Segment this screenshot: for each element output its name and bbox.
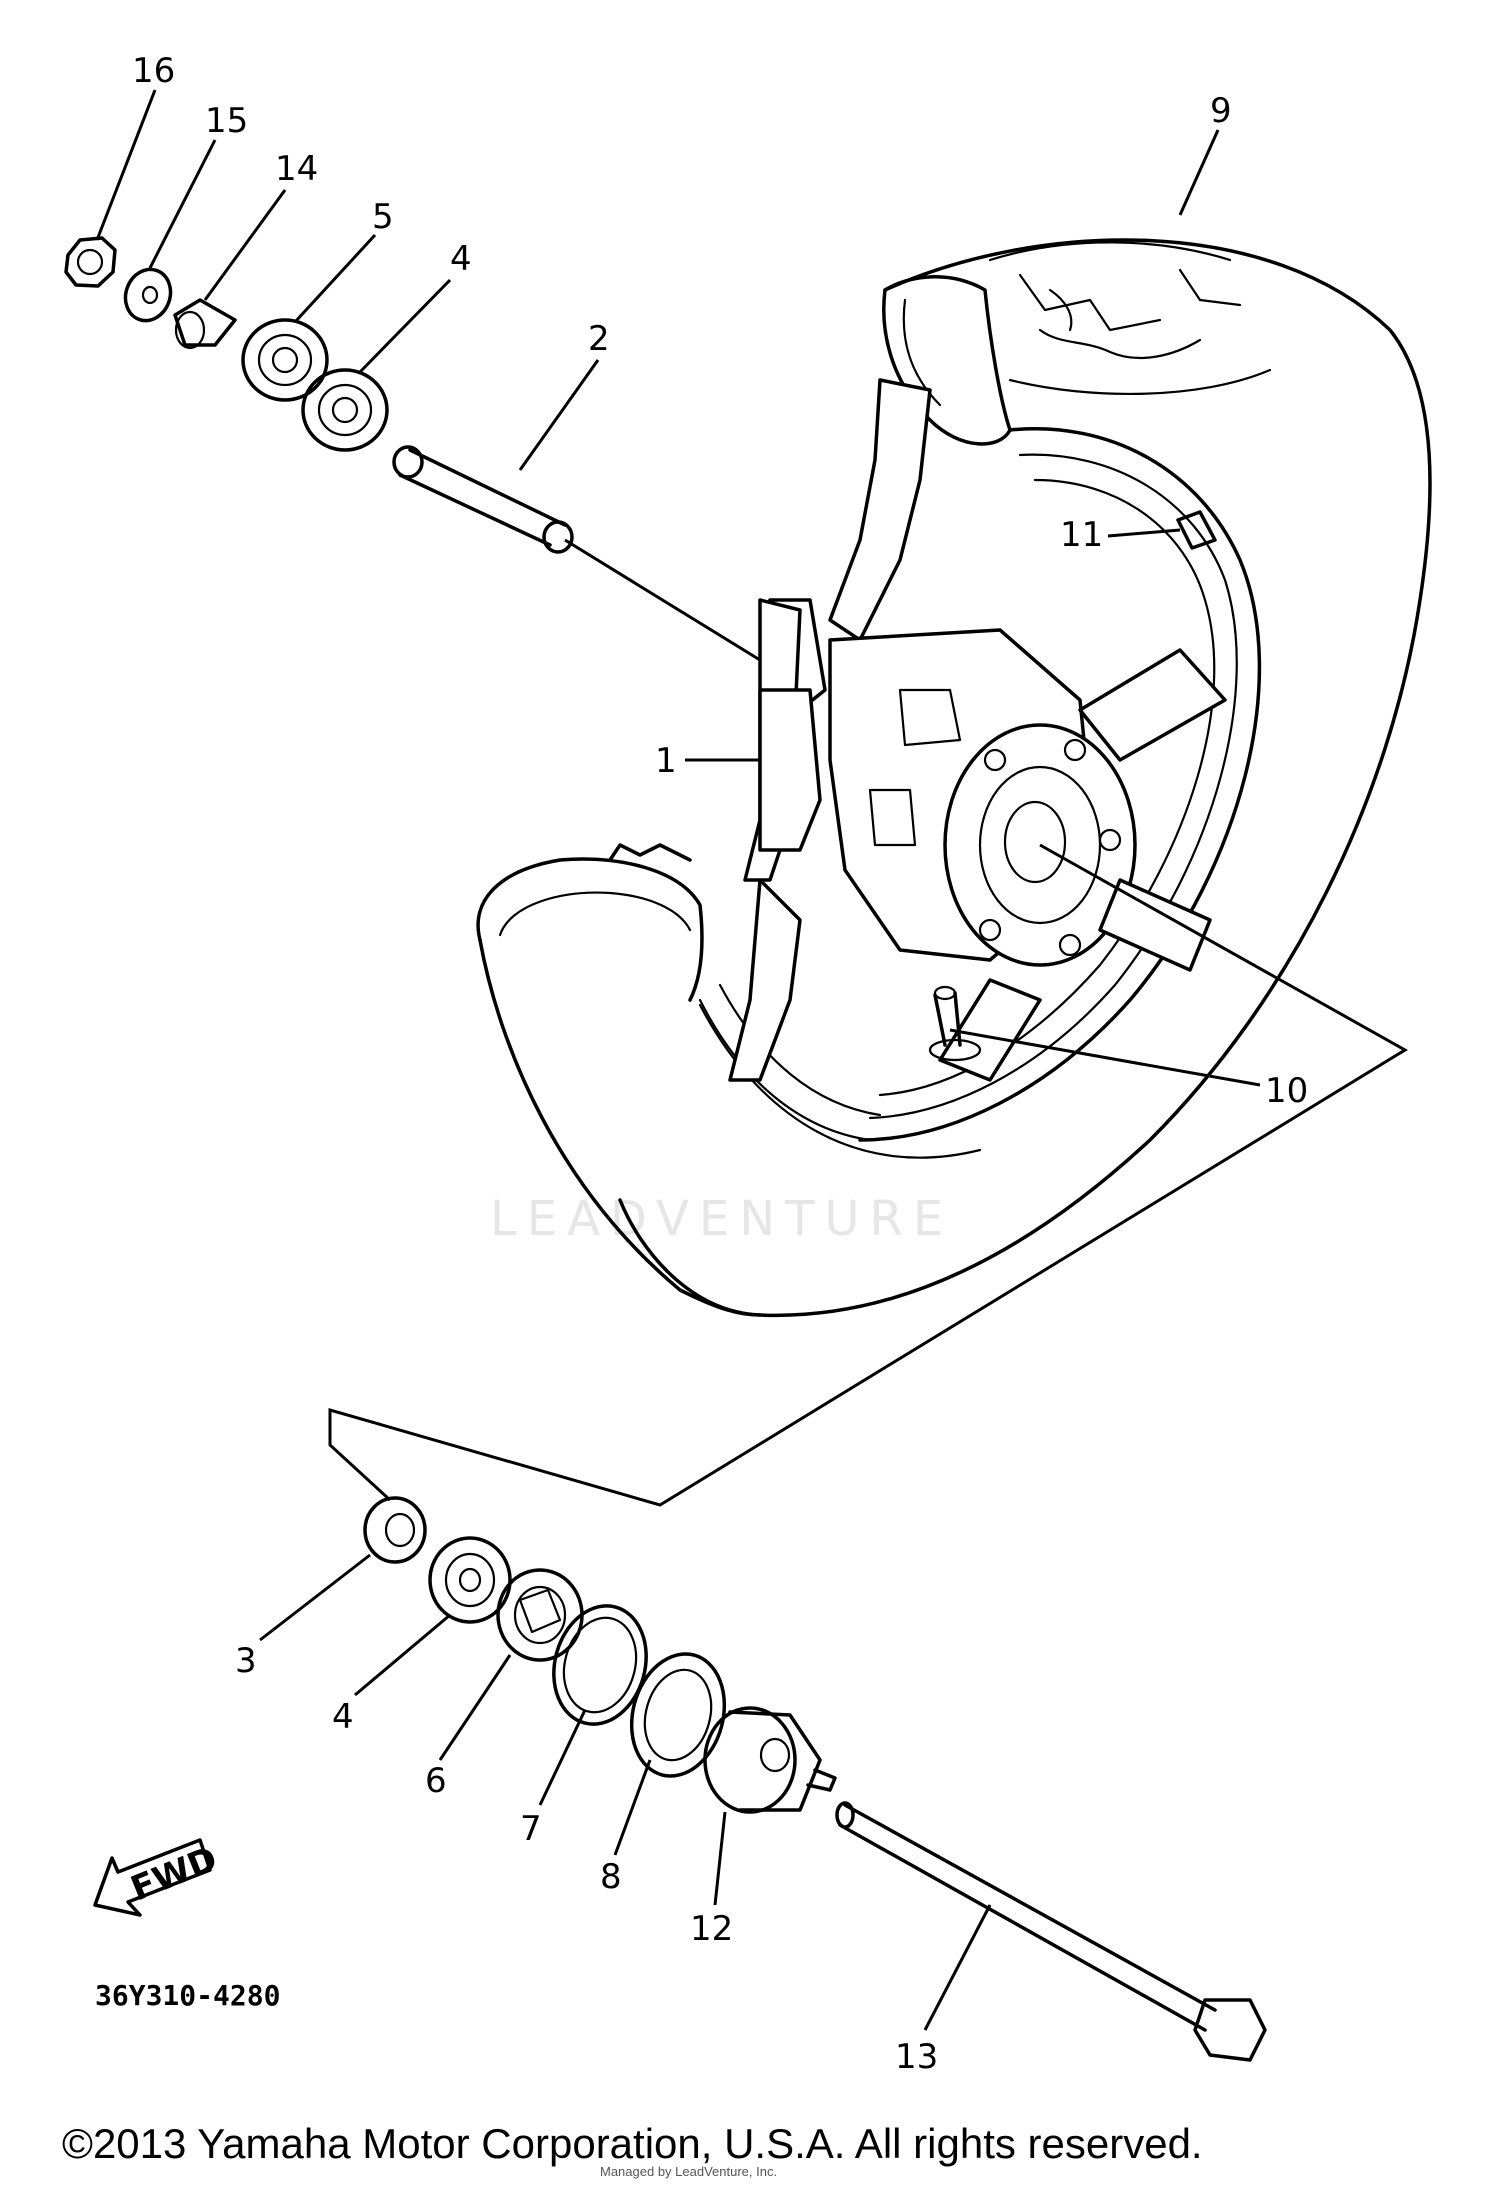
axle-part-13 — [835, 1801, 1267, 2062]
bearing-part-4-top — [301, 368, 389, 452]
balance-weight-part-11 — [1176, 510, 1217, 550]
gear-unit-part-12 — [703, 1706, 837, 1814]
callout-3: 3 — [235, 1641, 257, 1681]
callout-6: 6 — [425, 1761, 447, 1801]
callout-8: 8 — [600, 1857, 622, 1897]
copyright-notice: ©2013 Yamaha Motor Corporation, U.S.A. A… — [62, 2120, 1203, 2167]
tire-part-9 — [476, 238, 1432, 1318]
callout-14: 14 — [275, 149, 318, 189]
callout-16: 16 — [132, 51, 175, 91]
callout-11: 11 — [1060, 515, 1103, 555]
collar-part-14 — [173, 298, 237, 350]
washer-part-15 — [123, 267, 173, 323]
callout-12: 12 — [690, 1909, 733, 1949]
spacer-part-2 — [392, 445, 574, 554]
callout-4-bottom: 4 — [332, 1697, 354, 1737]
callout-4-top: 4 — [450, 239, 472, 279]
seal-part-8 — [629, 1652, 727, 1778]
callout-2: 2 — [588, 319, 610, 359]
leader-lines — [95, 89, 1408, 2031]
bearing-part-5 — [241, 318, 329, 402]
callout-labels: 16 15 14 5 4 2 9 11 1 10 3 4 6 7 8 12 13 — [132, 51, 1308, 2077]
nut-part-16 — [64, 236, 117, 288]
callout-13: 13 — [895, 2037, 938, 2077]
credit-text: Managed by LeadVenture, Inc. — [600, 2164, 778, 2179]
callout-7: 7 — [520, 1809, 542, 1849]
callout-15: 15 — [205, 101, 248, 141]
ring-part-7 — [552, 1604, 648, 1726]
fwd-arrow-icon: FWD — [93, 1838, 223, 1917]
diagram-code: 36Y310-4280 — [95, 1979, 280, 2012]
seal-part-3 — [363, 1496, 427, 1564]
valve-part-10 — [928, 985, 982, 1062]
callout-10: 10 — [1265, 1071, 1308, 1111]
watermark: LEADVENTURE — [490, 1191, 953, 1247]
callout-5: 5 — [372, 197, 394, 237]
bearing-part-4-bottom — [428, 1536, 512, 1624]
callout-9: 9 — [1210, 91, 1232, 131]
callout-1: 1 — [655, 741, 677, 781]
